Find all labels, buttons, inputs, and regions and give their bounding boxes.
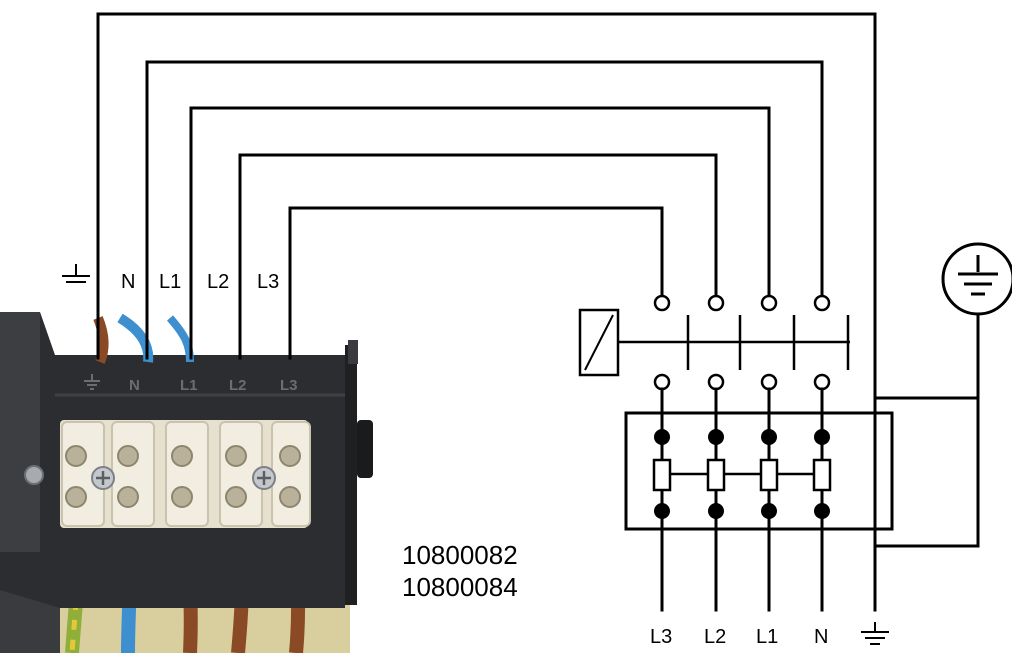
earth-wire-lower [873,396,980,548]
housing-tab [348,340,358,364]
lower-terminals [653,373,831,391]
element-block [624,387,894,612]
terminal-label-l2: L2 [207,271,229,293]
wire-l2 [238,153,718,360]
block-marking-l1: L1 [180,377,198,394]
housing-side [0,312,40,552]
block-marking-n: N [129,377,140,394]
resistor-icons [652,458,832,492]
terminal-label-l3: L3 [257,271,279,293]
block-marking-l2: L2 [229,377,247,394]
part-number-2: 10800084 [402,572,518,602]
terminal-label-l1: L1 [159,271,181,293]
block-marking-l3: L3 [280,377,298,394]
earth-ground-icon [861,622,889,645]
supply-label-l2: L2 [704,626,726,648]
housing-edge [345,345,357,605]
protective-earth-icon [941,242,1012,316]
earth-wire-upper [873,313,980,400]
pe-terminal-symbol [62,264,90,283]
top-wire-brown [93,316,109,364]
wire-pe [96,12,877,562]
relay-coil-icon [578,308,620,377]
wire-n [145,60,824,360]
upper-terminals [653,294,831,312]
part-number-1: 10800082 [402,540,518,570]
housing-clip [357,420,373,478]
junction-dots [654,429,830,519]
block-marking-pe-icon [84,374,100,390]
phase-lines [660,387,824,612]
connection-wires [96,12,877,562]
terminal-block-photo: N L1 L2 L3 [0,312,373,653]
wire-l1 [189,106,771,360]
wire-l3 [288,206,664,360]
supply-label-l3: L3 [650,626,672,648]
fixing-screws [24,465,276,490]
contactor [578,294,850,391]
supply-label-l1: L1 [756,626,778,648]
terminal-label-n: N [121,271,135,293]
element-box [624,411,894,531]
supply-label-n: N [814,626,828,648]
earth-wiring [873,313,980,612]
terminal-screws [65,445,301,508]
